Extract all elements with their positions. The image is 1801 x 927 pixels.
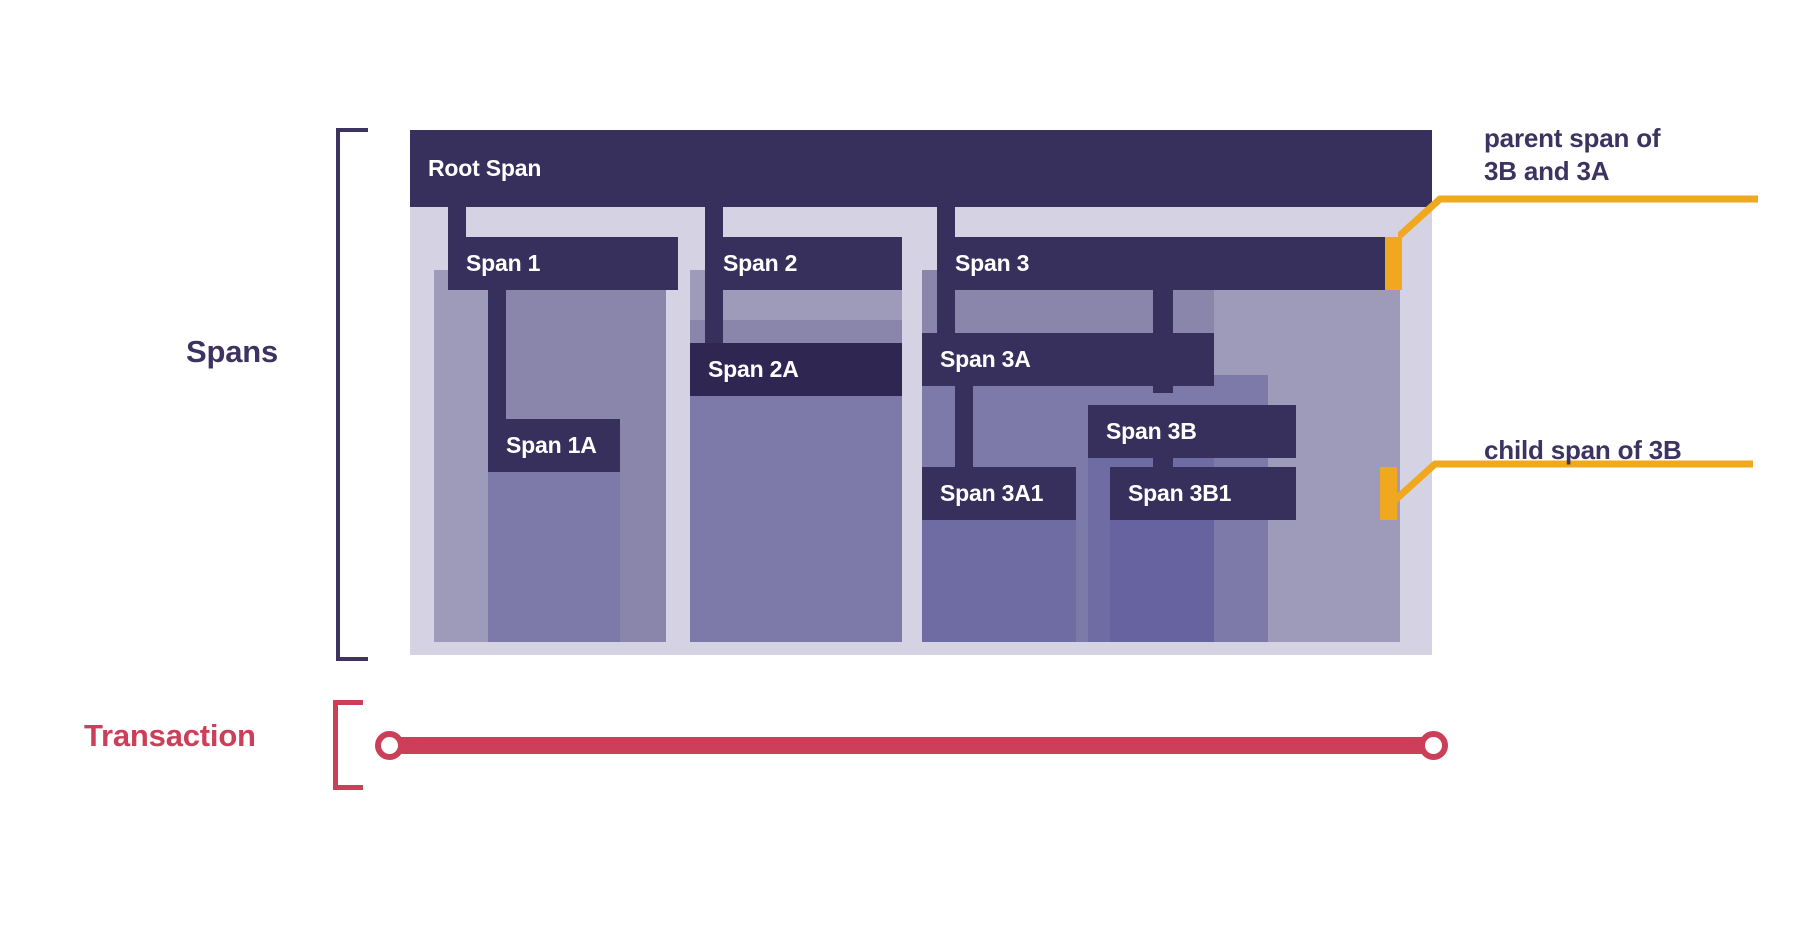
span-bar-span-3a-label: Span 3A xyxy=(940,346,1031,372)
highlight-marker-span-3b1 xyxy=(1380,467,1397,520)
spans-bracket xyxy=(336,128,368,661)
span-bar-span-1a[interactable]: Span 1A xyxy=(488,419,620,472)
span-bar-root-label: Root Span xyxy=(428,155,542,181)
span-bar-span-2-label: Span 2 xyxy=(723,250,798,276)
span-bar-span-3[interactable]: Span 3 xyxy=(937,237,1400,290)
spans-panel: Root Span Span 1 Span 1A Span 2 Span 2A … xyxy=(410,130,1432,655)
connector-span-1-to-1a xyxy=(488,283,506,431)
callout-child-leader-line xyxy=(1393,460,1753,507)
span-bar-span-3b1[interactable]: Span 3B1 xyxy=(1110,467,1296,520)
span-bar-span-2a[interactable]: Span 2A xyxy=(690,343,902,396)
callout-parent-line-2: 3B and 3A xyxy=(1484,156,1610,187)
callout-child-span-text: child span of 3B xyxy=(1484,434,1682,467)
connector-span-3-to-3a xyxy=(937,283,955,345)
callout-parent-leader-line xyxy=(1398,195,1758,242)
callout-child-line-1: child span of 3B xyxy=(1484,435,1682,465)
callout-parent-span-text: parent span of 3B and 3A xyxy=(1484,122,1661,189)
span-bar-span-1a-label: Span 1A xyxy=(506,432,597,458)
span-bar-span-3-label: Span 3 xyxy=(955,250,1030,276)
transaction-timeline-bar xyxy=(386,737,1437,754)
span-bar-span-1[interactable]: Span 1 xyxy=(448,237,678,290)
span-bar-span-3b[interactable]: Span 3B xyxy=(1088,405,1296,458)
spans-group-label: Spans xyxy=(186,334,279,369)
span-bar-span-3b1-label: Span 3B1 xyxy=(1128,480,1232,506)
callout-parent-line-1: parent span of xyxy=(1484,123,1661,153)
span-2a-body-block xyxy=(690,348,902,642)
span-bar-span-2a-label: Span 2A xyxy=(708,356,799,382)
transaction-end-marker xyxy=(1419,731,1448,760)
connector-span-2-to-2a xyxy=(705,283,723,356)
transaction-start-marker xyxy=(375,731,404,760)
span-bar-span-3a[interactable]: Span 3A xyxy=(922,333,1214,386)
span-bar-root[interactable]: Root Span xyxy=(410,130,1432,207)
span-bar-span-3b-label: Span 3B xyxy=(1106,418,1197,444)
span-bar-span-3a1[interactable]: Span 3A1 xyxy=(922,467,1076,520)
span-bar-span-2[interactable]: Span 2 xyxy=(705,237,902,290)
span-bar-span-1-label: Span 1 xyxy=(466,250,541,276)
transaction-group-label: Transaction xyxy=(84,718,256,753)
transaction-bracket xyxy=(333,700,363,790)
highlight-marker-span-3 xyxy=(1385,237,1402,290)
span-bar-span-3a1-label: Span 3A1 xyxy=(940,480,1044,506)
